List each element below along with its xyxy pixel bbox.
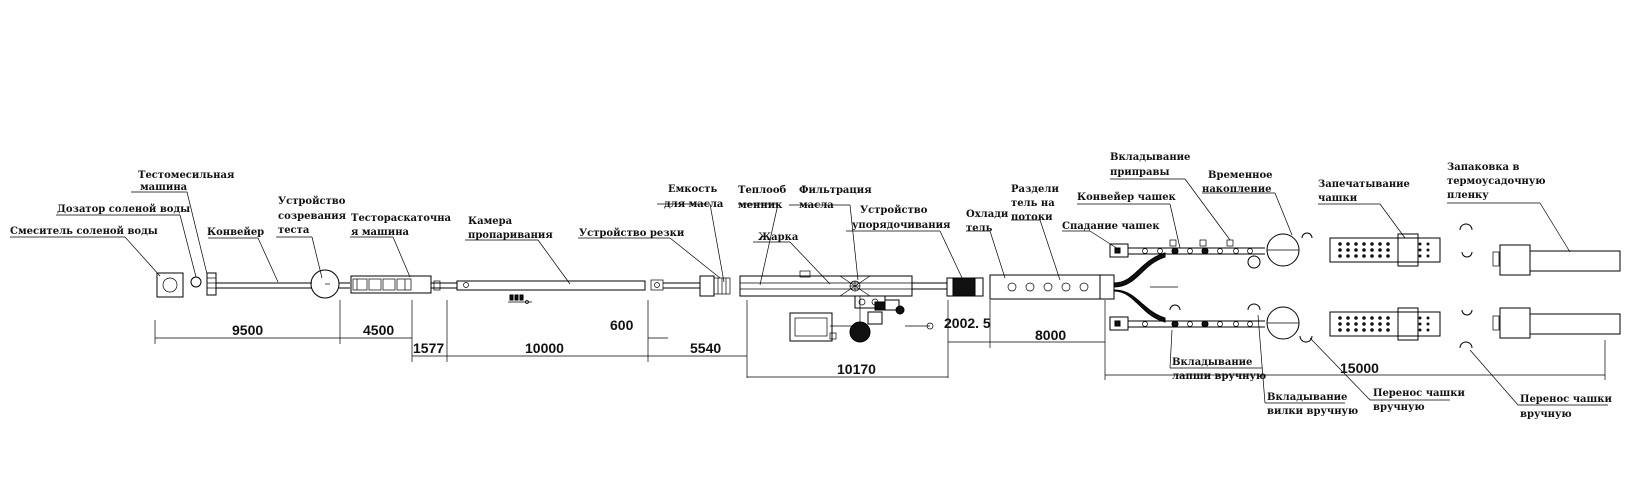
label-buffer-line1: Временное: [1208, 170, 1273, 181]
label-filter-line1: Фильтрация: [799, 185, 872, 196]
label-splitter-line3: потоки: [1011, 212, 1053, 223]
stream-splitter: [1099, 274, 1115, 300]
dimension-600: 600: [610, 317, 634, 333]
kneading-machine: [206, 272, 217, 296]
label-buffer-line2: накопление: [1202, 184, 1272, 195]
equipment-layout: [156, 223, 1621, 349]
label-oil-line2: для масла: [664, 199, 724, 210]
label-seal-line1: Запечатывание: [1318, 179, 1410, 190]
cooler: [989, 274, 1101, 300]
label-pack-line1: Запаковка в: [1447, 162, 1520, 173]
label-oil-line1: Емкость: [668, 184, 717, 195]
label-transfer-b-line2: вручную: [1520, 409, 1572, 420]
label-sheeter-line2: я машина: [351, 227, 410, 238]
label-mixer-line1: Тестомесильная: [138, 170, 235, 181]
dimension-9500: 9500: [232, 322, 263, 338]
cup-drop-upper: [1109, 243, 1129, 258]
label-season-line2: приправы: [1110, 167, 1170, 178]
shrink-wrapper-upper: [1499, 244, 1531, 276]
dimension-values: 9500 4500 1577 10000 600 5540 10170 2002…: [232, 315, 1379, 377]
leader-lines: [10, 178, 1608, 406]
dimension-8000: 8000: [1035, 327, 1066, 343]
label-pack-line3: пленку: [1447, 190, 1489, 201]
label-transfer-a-line1: Перенос чашки: [1373, 388, 1465, 399]
label-seal-line2: чашки: [1318, 193, 1358, 204]
label-steam-line2: пропаривания: [468, 230, 553, 241]
oil-tank: [789, 312, 833, 342]
heat-exchanger: [849, 321, 871, 343]
dimension-10000: 10000: [525, 340, 564, 356]
cup-sealer-lower: [1329, 311, 1441, 337]
label-steam-line1: Камера: [468, 216, 513, 227]
label-maturing-line2: созревания: [278, 211, 347, 222]
shrink-wrapper-lower: [1499, 307, 1531, 339]
label-salt-doser: Дозатор соленой воды: [57, 204, 190, 215]
label-conveyor: Конвейер: [207, 227, 264, 238]
salt-mixer-box: [156, 272, 184, 298]
dimension-lines: [154, 300, 1606, 380]
label-cutter: Устройство резки: [579, 228, 685, 239]
fryer: [739, 275, 913, 297]
label-cooler-line2: тель: [966, 223, 993, 234]
label-heat-line2: менник: [738, 200, 783, 211]
label-cup-drop: Спадание чашек: [1062, 221, 1160, 232]
label-order-line1: Устройство: [860, 205, 928, 216]
label-cooler-line1: Охлади: [966, 209, 1009, 220]
label-filter-line2: масла: [799, 200, 834, 211]
label-transfer-a-line2: вручную: [1373, 402, 1425, 413]
cup-sealer-upper: [1329, 237, 1441, 263]
cutter-unit: [699, 275, 715, 297]
label-season-line1: Вкладывание: [1110, 152, 1190, 163]
dough-maturing-drum: [310, 269, 340, 299]
steam-chamber: [456, 280, 646, 291]
label-mixer-line2: машина: [140, 182, 188, 193]
dimension-1577: 1577: [413, 340, 444, 356]
dimension-15000: 15000: [1340, 360, 1379, 376]
dimension-4500: 4500: [363, 322, 394, 338]
label-splitter-line1: Раздели: [1011, 184, 1059, 195]
label-fork-line1: Вкладывание: [1267, 392, 1347, 403]
label-heat-line1: Теплооб: [738, 185, 787, 196]
label-sheeter-line1: Тестораскаточна: [351, 213, 452, 224]
label-pack-line2: термоусадочную: [1447, 176, 1546, 187]
dimension-2002-5: 2002. 5: [944, 315, 991, 331]
label-order-line2: упорядочивания: [852, 220, 951, 231]
label-noodle-line2: лапши вручную: [1172, 371, 1266, 382]
salt-doser-unit: [190, 276, 202, 288]
label-salt-mixer: Смеситель соленой воды: [10, 226, 158, 237]
label-transfer-b-line1: Перенос чашки: [1520, 394, 1612, 405]
label-maturing-line3: теста: [278, 225, 310, 236]
label-fork-line2: вилки вручную: [1267, 406, 1358, 417]
dimension-5540: 5540: [690, 340, 721, 356]
label-splitter-line2: тель на: [1011, 198, 1055, 209]
equipment-labels: Смеситель соленой воды Дозатор соленой в…: [10, 152, 1612, 420]
label-maturing-line1: Устройство: [278, 196, 346, 207]
label-fry: Жарка: [758, 232, 799, 243]
dough-sheeter: [350, 275, 432, 294]
label-noodle-line1: Вкладывание: [1172, 357, 1252, 368]
dimension-10170: 10170: [837, 361, 876, 377]
label-cup-conveyor: Конвейер чашек: [1077, 192, 1177, 203]
cup-drop-lower: [1109, 316, 1129, 331]
